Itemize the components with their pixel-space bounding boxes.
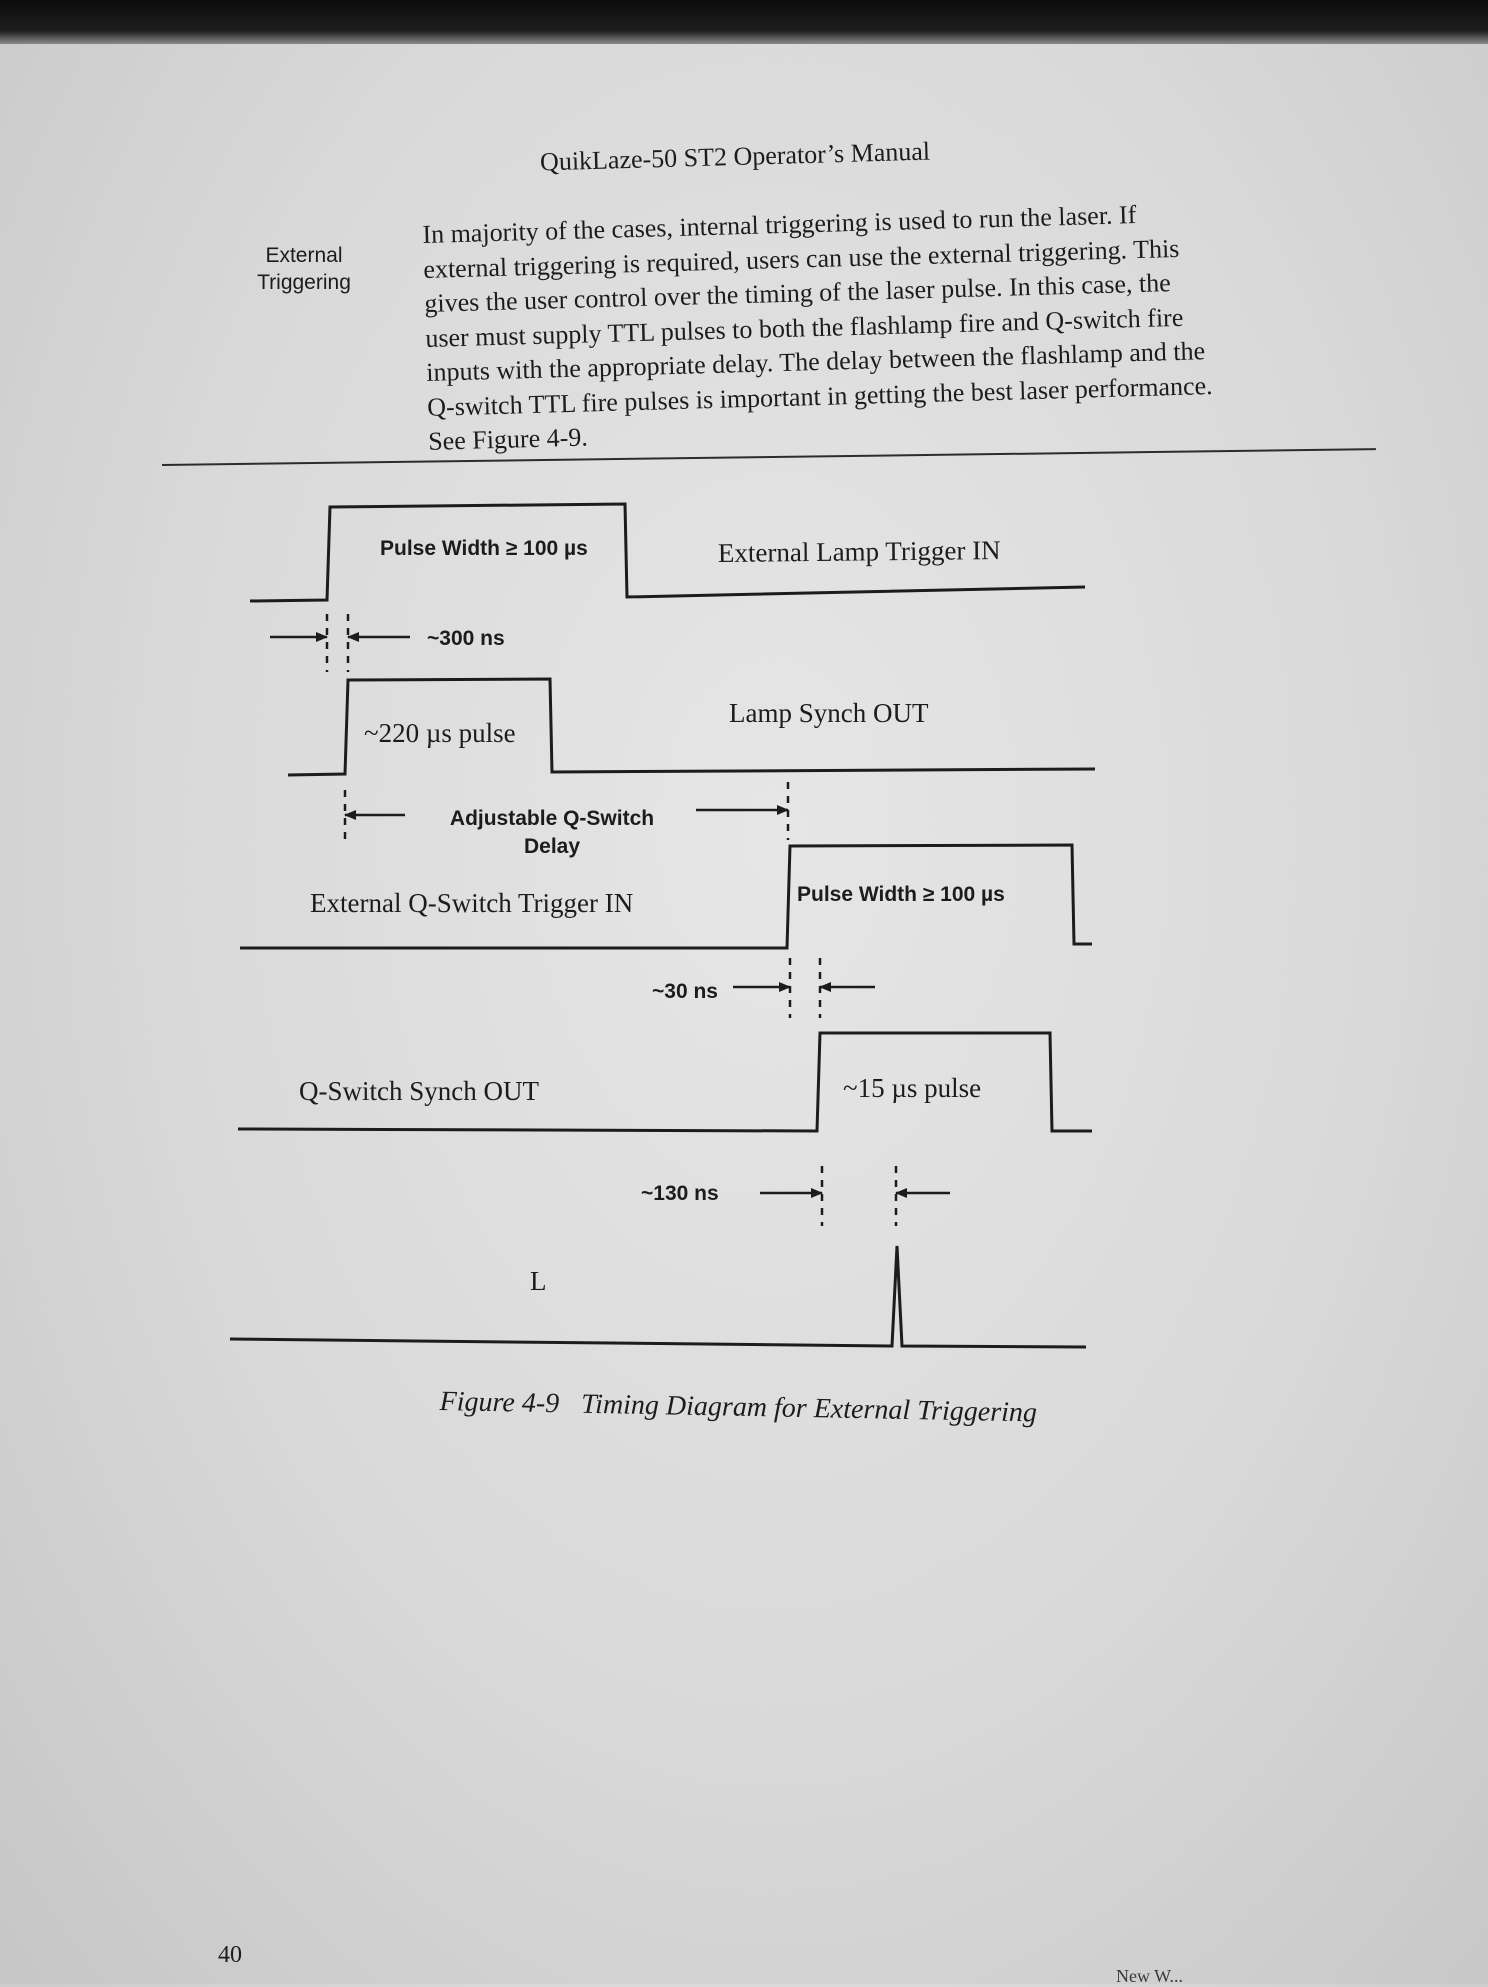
- qswitch-pulse-width-label: Pulse Width ≥ 100 µs: [797, 883, 1005, 906]
- laser-output-label: L: [530, 1266, 547, 1296]
- side-heading-line-2: Triggering: [257, 271, 351, 294]
- page-number: 40: [218, 1942, 242, 1968]
- page-footer: New W...: [1116, 1966, 1183, 1986]
- qswitch-trigger-label: External Q-Switch Trigger IN: [310, 888, 633, 918]
- qswitch-trigger-waveform: [240, 843, 1092, 950]
- laser-output-waveform: [229, 1245, 1087, 1349]
- qswitch-synch-waveform: [237, 1031, 1092, 1133]
- delay-30ns-label: ~30 ns: [652, 980, 718, 1003]
- figure-number: Figure 4-9: [439, 1386, 560, 1420]
- lamp-trigger-waveform: [249, 502, 1086, 603]
- page-top-shadow: [0, 0, 1488, 44]
- qswitch-synch-label: Q-Switch Synch OUT: [299, 1076, 539, 1106]
- lamp-trigger-label: External Lamp Trigger IN: [718, 535, 1001, 568]
- side-heading: External Triggering: [252, 242, 356, 296]
- qswitch-delay-label-line-1: Adjustable Q-Switch: [450, 807, 654, 830]
- delay-300ns-label: ~300 ns: [427, 627, 505, 650]
- lamp-synch-waveform: [287, 677, 1096, 777]
- qswitch-synch-pulse-label: ~15 µs pulse: [843, 1073, 981, 1103]
- delay-130ns-label: ~130 ns: [641, 1182, 719, 1205]
- lamp-synch-label: Lamp Synch OUT: [729, 698, 929, 728]
- lamp-pulse-width-label: Pulse Width ≥ 100 µs: [380, 537, 588, 560]
- side-heading-line-1: External: [265, 244, 343, 267]
- lamp-synch-pulse-label: ~220 µs pulse: [364, 718, 516, 748]
- qswitch-delay-label-line-2: Delay: [524, 835, 580, 858]
